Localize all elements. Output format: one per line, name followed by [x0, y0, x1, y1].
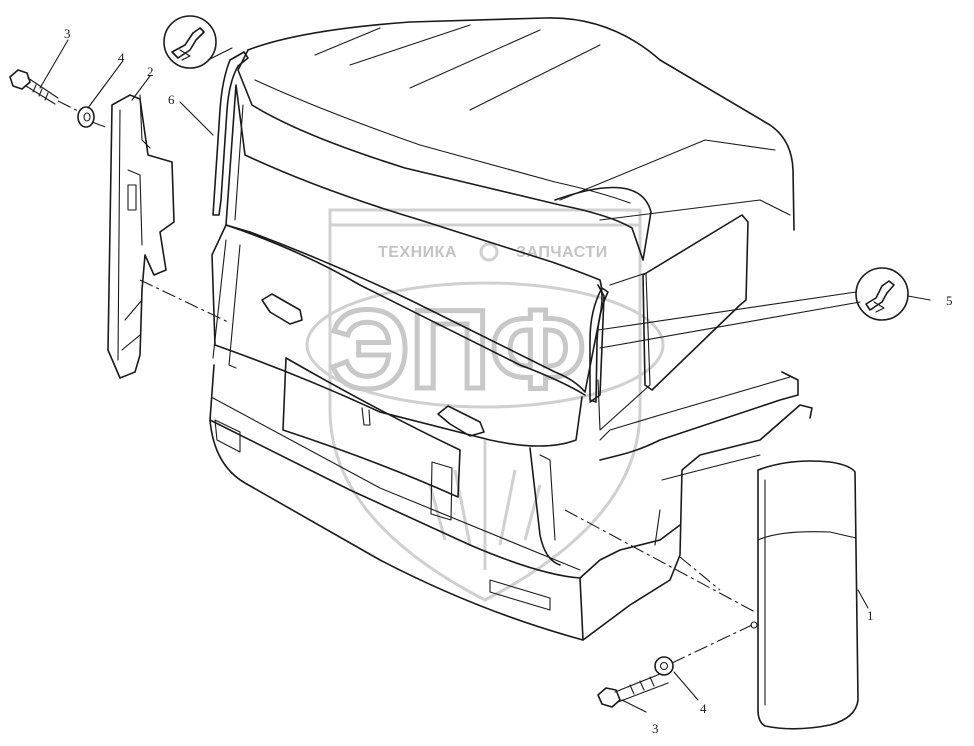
- callout-4-bottom: 4: [700, 701, 707, 716]
- watermark-shield-outline: [328, 208, 642, 602]
- gear-icon: [479, 242, 499, 262]
- callout-5: 5: [946, 293, 953, 308]
- watermark-left-text: ТЕХНИКА: [378, 244, 457, 261]
- seal-detail-circle-right: [855, 267, 909, 321]
- watermark-right-text: ЗАПЧАСТИ: [516, 244, 608, 261]
- truck-cab: [209, 17, 813, 641]
- washer-top-left: [77, 106, 95, 128]
- watermark-logo-ring: [305, 281, 665, 409]
- washer-bottom: [654, 656, 674, 676]
- watermark-logo-text: ЭПФ: [330, 287, 586, 412]
- part-1-right-corner-panel: [750, 460, 859, 730]
- wheat-icon: [428, 440, 542, 570]
- callout-3-top: 3: [64, 26, 71, 41]
- bolt-top-left: [9, 69, 81, 113]
- part-2-left-corner-panel: [107, 94, 175, 379]
- callout-6: 6: [168, 92, 175, 107]
- callout-3-bottom: 3: [652, 721, 659, 736]
- callout-1: 1: [867, 608, 874, 623]
- callout-2: 2: [147, 64, 154, 79]
- watermark: ТЕХНИКА ЗАПЧАСТИ ЭПФ: [305, 208, 665, 602]
- callout-4-top: 4: [118, 50, 125, 65]
- bolt-bottom: [597, 671, 669, 708]
- leader-lines: [39, 39, 931, 713]
- seal-detail-circle-top: [163, 15, 217, 69]
